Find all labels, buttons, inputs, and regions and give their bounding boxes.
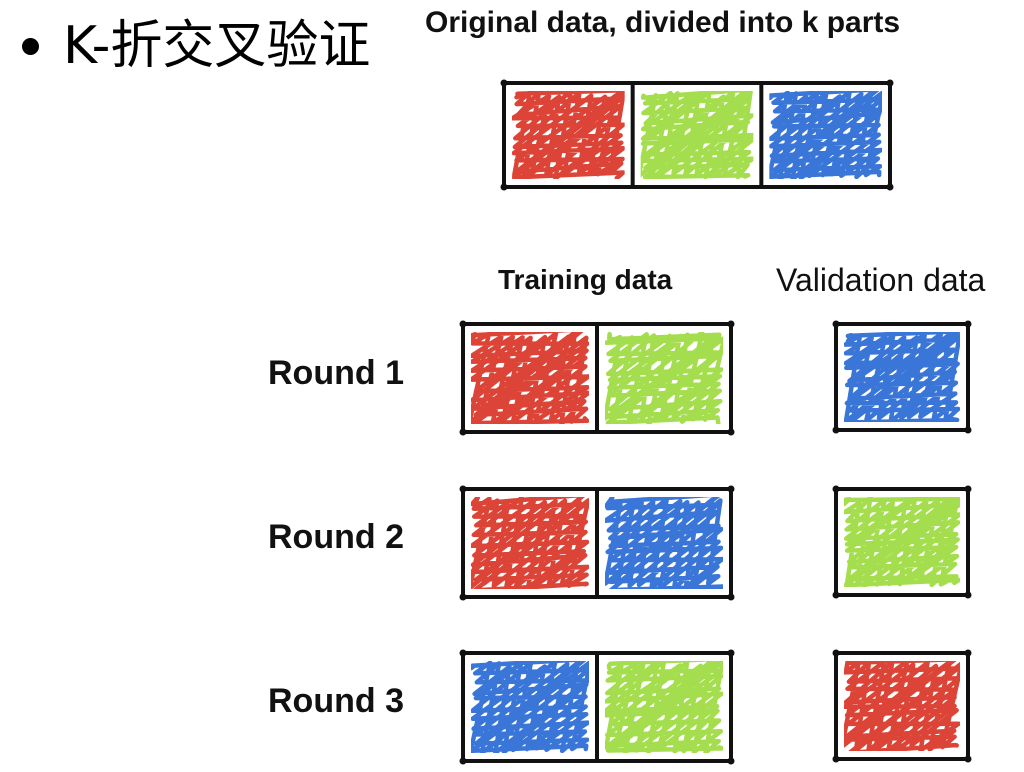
round-1-label: Round 1 bbox=[268, 354, 404, 392]
original-data-caption: Original data, divided into k parts bbox=[425, 6, 901, 39]
round-1-validation-box-border bbox=[834, 322, 970, 432]
round-3-training-box-part-green bbox=[605, 661, 723, 753]
validation-data-header: Validation data bbox=[776, 262, 986, 298]
round-1-validation-box bbox=[832, 320, 972, 434]
round-2-label: Round 2 bbox=[268, 518, 404, 556]
original-data-box bbox=[500, 79, 894, 191]
round-2-training-box bbox=[459, 485, 735, 601]
round-2-training-box-part-blue bbox=[605, 497, 723, 589]
round-3-label: Round 3 bbox=[268, 682, 404, 720]
original-data-box-part-green bbox=[640, 91, 754, 179]
training-data-header: Training data bbox=[498, 264, 673, 295]
round-1-validation-box-part-blue bbox=[844, 332, 960, 422]
round-3-training-box bbox=[459, 649, 735, 765]
round-2-validation-box-part-green bbox=[844, 497, 960, 587]
original-data-box-part-red bbox=[512, 91, 625, 179]
round-3-validation-box-part-red bbox=[844, 661, 960, 751]
original-data-box-border bbox=[502, 81, 892, 189]
original-data-box-part-blue bbox=[769, 91, 882, 179]
slide-title-text: K-折交叉验证 bbox=[63, 16, 371, 76]
round-3-validation-box bbox=[832, 649, 972, 763]
round-2-validation-box-border bbox=[834, 487, 970, 597]
slide-title: K-折交叉验证 bbox=[22, 20, 370, 72]
round-2-validation-box bbox=[832, 485, 972, 599]
round-2-training-box-part-red bbox=[471, 497, 589, 589]
round-3-validation-box-border bbox=[834, 651, 970, 761]
round-3-training-box-part-blue bbox=[471, 661, 589, 753]
round-1-training-box bbox=[459, 320, 735, 436]
round-1-training-box-part-green bbox=[605, 332, 723, 424]
bullet-icon bbox=[22, 37, 39, 55]
round-1-training-box-part-red bbox=[471, 332, 589, 424]
